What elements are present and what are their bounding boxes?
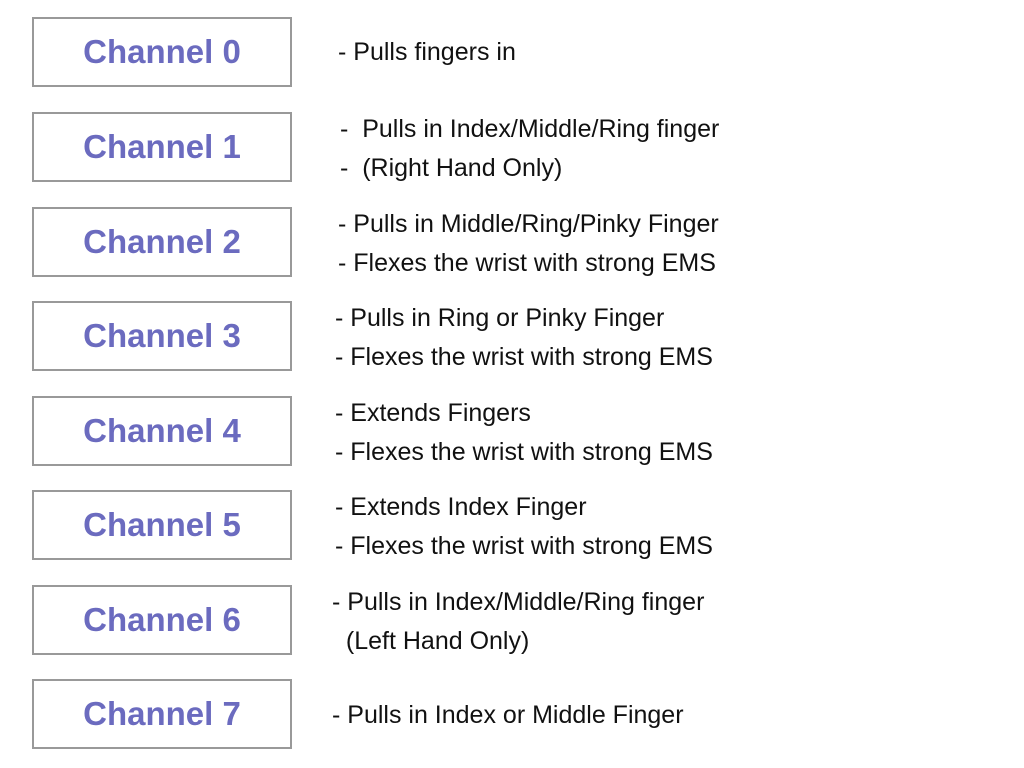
channel-box-3: Channel 3 — [32, 301, 292, 371]
channel-label: Channel 0 — [83, 33, 241, 70]
description-line: - Pulls in Index/Middle/Ring finger — [332, 588, 705, 616]
description-line: - Flexes the wrist with strong EMS — [335, 343, 713, 371]
channel-label: Channel 1 — [83, 128, 241, 165]
description-line: - Pulls in Index or Middle Finger — [332, 701, 684, 729]
description-line: - (Right Hand Only) — [340, 154, 563, 182]
channel-box-7: Channel 7 — [32, 679, 292, 749]
description-line: - Pulls in Middle/Ring/Pinky Finger — [338, 210, 719, 238]
channel-box-5: Channel 5 — [32, 490, 292, 560]
channel-box-6: Channel 6 — [32, 585, 292, 655]
description-line: - Pulls in Index/Middle/Ring finger — [340, 115, 720, 143]
description-line: - Pulls fingers in — [338, 38, 516, 66]
description-line: - Extends Index Finger — [335, 493, 587, 521]
description-line: - Extends Fingers — [335, 399, 531, 427]
description-line: - Flexes the wrist with strong EMS — [335, 438, 713, 466]
channel-label: Channel 3 — [83, 317, 241, 354]
channel-label: Channel 4 — [83, 412, 241, 449]
channel-label: Channel 6 — [83, 601, 241, 638]
description-line: - Pulls in Ring or Pinky Finger — [335, 304, 665, 332]
channel-label: Channel 5 — [83, 506, 241, 543]
channel-label: Channel 7 — [83, 695, 241, 732]
channel-label: Channel 2 — [83, 223, 241, 260]
channel-box-1: Channel 1 — [32, 112, 292, 182]
description-line: (Left Hand Only) — [332, 627, 530, 655]
description-line: - Flexes the wrist with strong EMS — [338, 249, 716, 277]
channel-box-2: Channel 2 — [32, 207, 292, 277]
description-line: - Flexes the wrist with strong EMS — [335, 532, 713, 560]
channel-box-0: Channel 0 — [32, 17, 292, 87]
channel-box-4: Channel 4 — [32, 396, 292, 466]
